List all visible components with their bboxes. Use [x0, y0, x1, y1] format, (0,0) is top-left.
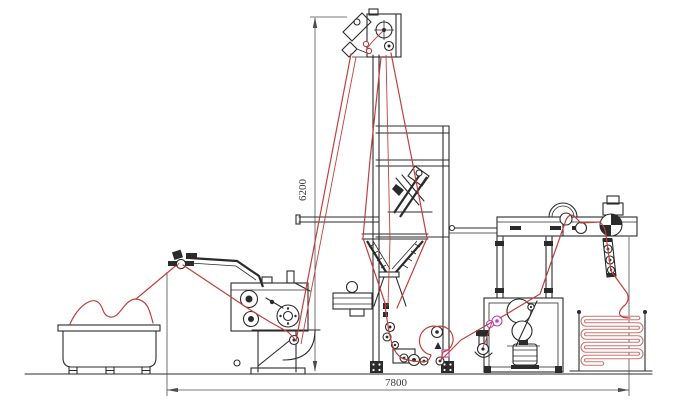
- down-arrow-icon: [434, 342, 442, 349]
- guide-pulley-stand: [168, 249, 265, 288]
- width-dimension-label: 7800: [385, 377, 408, 389]
- winder-machine: [474, 236, 564, 373]
- height-dimension-label: 6200: [297, 179, 309, 202]
- delivery-chute: [282, 329, 316, 361]
- fabric-pile: [69, 262, 180, 325]
- dancer-bracket: [474, 330, 493, 358]
- padding-machine: [230, 270, 321, 375]
- ground-line: [24, 370, 653, 375]
- dimension-height: 6200: [297, 16, 347, 372]
- material-path: [176, 30, 631, 363]
- guide-pulley-icon: [574, 221, 588, 235]
- tilted-hauloff-unit: [387, 165, 433, 218]
- sensor-marker: [441, 349, 450, 358]
- collapsing-funnel: [361, 233, 429, 307]
- tower-frame: [295, 54, 498, 373]
- drive-motor: [332, 280, 373, 317]
- bottom-roller-unit: [382, 303, 450, 367]
- collection-tub: [57, 324, 161, 375]
- angled-guide: [341, 12, 373, 58]
- winder-motor: [511, 340, 539, 369]
- plaited-coil: [577, 310, 647, 372]
- tower-head-pulleys: [366, 8, 402, 58]
- target-symbol: [599, 213, 623, 237]
- overhead-conveyor: [496, 195, 638, 278]
